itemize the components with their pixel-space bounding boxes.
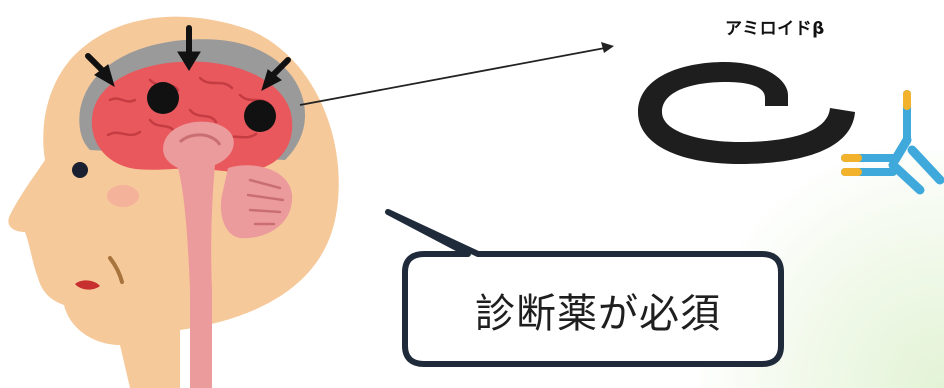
callout-bubble xyxy=(385,209,784,367)
plaque-dot xyxy=(147,82,179,114)
plaque-dot xyxy=(244,100,276,132)
cheek xyxy=(107,185,139,207)
jaw-line xyxy=(108,256,124,284)
arrow-down-icon xyxy=(261,57,291,91)
head-illustration xyxy=(8,16,339,388)
cerebellum xyxy=(220,165,293,239)
mouth xyxy=(75,280,100,290)
callout-text: 診断薬が必須 xyxy=(475,291,721,337)
brain-stem xyxy=(163,121,234,388)
cerebellum-lines xyxy=(246,178,285,226)
amyloid-ring-icon xyxy=(638,62,855,164)
arrow-down-icon xyxy=(85,53,115,88)
connector-line xyxy=(299,47,606,106)
brain xyxy=(91,61,293,172)
antibody-icon xyxy=(841,90,944,195)
eye xyxy=(72,162,88,178)
stem-fold xyxy=(178,133,222,146)
arrow-down-icon xyxy=(177,25,201,71)
brain-folds xyxy=(106,76,272,142)
connector-arrowhead xyxy=(601,42,614,53)
amyloid-beta-label: アミロイドβ xyxy=(725,19,825,39)
